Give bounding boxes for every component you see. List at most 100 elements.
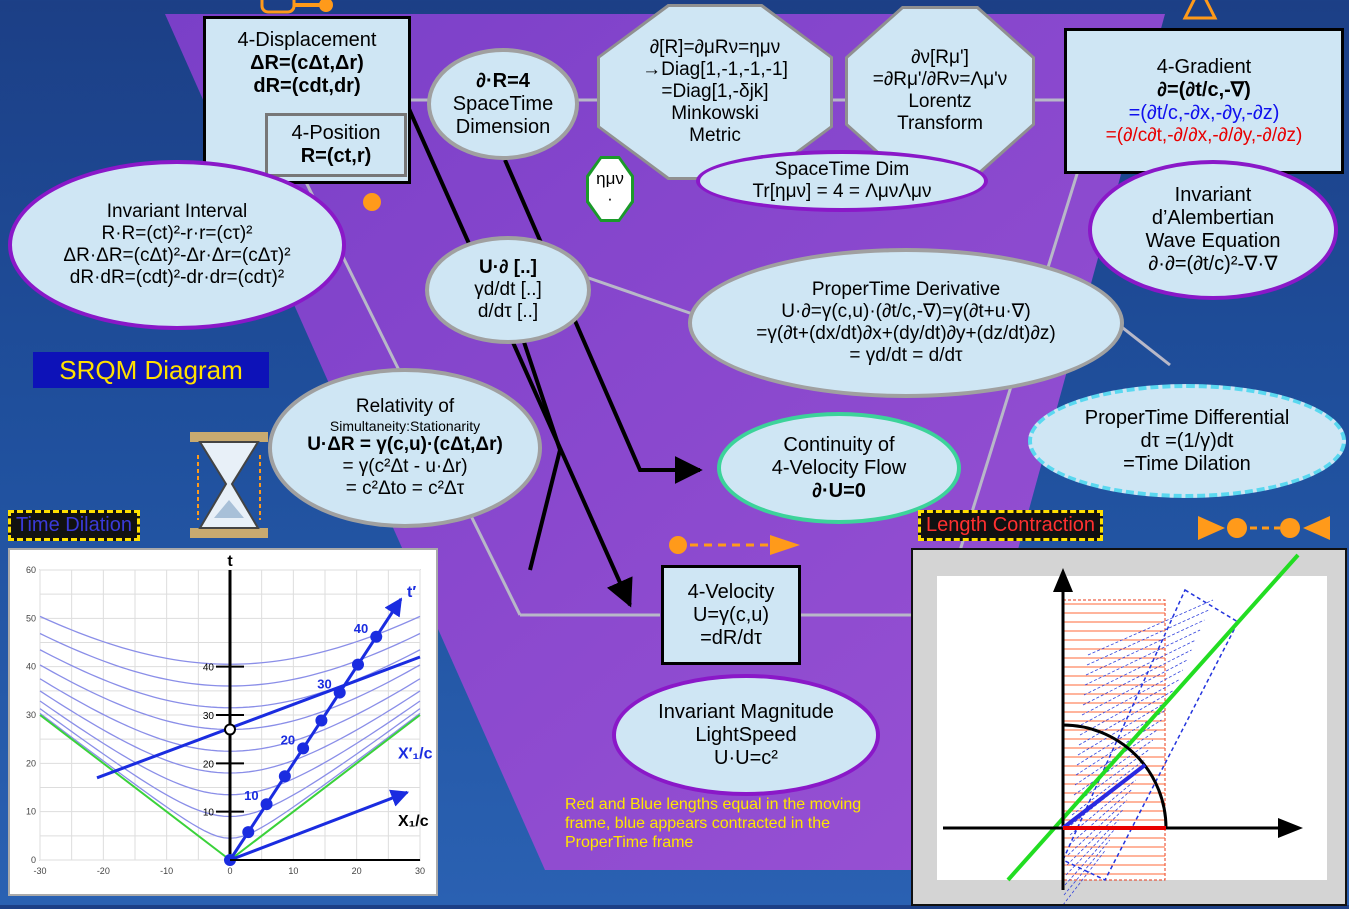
udel-line-1: U·∂ [..] bbox=[479, 257, 537, 279]
spacetime-dim-ellipse: SpaceTime Dim Tr[ημν] = 4 = ΛμνΛμν bbox=[696, 150, 988, 212]
blue-hatch-line bbox=[1082, 649, 1192, 706]
y-tick-label: 60 bbox=[26, 565, 36, 575]
dalembertian-ellipse: Invariant d’Alembertian Wave Equation ∂·… bbox=[1088, 160, 1338, 300]
propertime-derivative-ellipse: ProperTime Derivative U·∂=γ(c,u)·(∂t/c,-… bbox=[688, 248, 1124, 398]
propertime-differential-line-2: dτ =(1/γ)dt bbox=[1140, 429, 1234, 452]
blue-hatch-line bbox=[1073, 739, 1154, 796]
interval-ellipse: Invariant Interval R·R=(ct)²-r·r=(cτ)² Δ… bbox=[8, 160, 346, 330]
proper-time-dot bbox=[260, 798, 273, 811]
blue-hatch-line bbox=[1087, 599, 1214, 656]
spacetime-dim-line-2: Tr[ημν] = 4 = ΛμνΛμν bbox=[752, 181, 932, 202]
t-prime-label: t′ bbox=[407, 584, 416, 601]
y-tick-label: 40 bbox=[26, 662, 36, 672]
magnitude-line-3: U·U=c² bbox=[714, 746, 778, 769]
velocity-title: 4-Velocity bbox=[687, 580, 775, 603]
time-dilation-tag: Time Dilation bbox=[8, 510, 140, 541]
x-prime-axis bbox=[229, 789, 410, 862]
length-contraction-tag: Length Contraction bbox=[918, 510, 1104, 541]
t-tick-label: 40 bbox=[203, 663, 215, 674]
divergence-label-1: SpaceTime bbox=[452, 92, 554, 115]
lorentz-line-4: Transform bbox=[897, 112, 983, 134]
worldline bbox=[228, 597, 403, 861]
velocity-box: 4-Velocity U=γ(c,u) =dR/dτ bbox=[661, 565, 801, 665]
gradient-title: 4-Gradient bbox=[1156, 55, 1252, 78]
orange-dot bbox=[363, 193, 381, 211]
y-tick-label: 50 bbox=[26, 613, 36, 623]
x-axis-label: X₁/c bbox=[398, 813, 429, 830]
interval-line-2: ΔR·ΔR=(cΔt)²-Δr·Δr=(cΔτ)² bbox=[63, 245, 291, 266]
displacement-box: 4-Displacement ΔR=(cΔt,Δr) dR=(cdt,dr) bbox=[203, 16, 411, 184]
open-circle bbox=[224, 723, 236, 736]
udel-line-2: γd/dt [..] bbox=[474, 279, 542, 301]
lorentz-line-1: ∂ν[Rμ'] bbox=[911, 47, 969, 69]
note-text: Red and Blue lengths equal in the moving… bbox=[565, 796, 862, 852]
orange-contraction-icon bbox=[1198, 516, 1330, 540]
y-tick-label: 20 bbox=[26, 758, 36, 768]
lorentz-line-3: Lorentz bbox=[908, 91, 972, 112]
minkowski-octagon: ∂[R]=∂μRν=ημν →Diag[1,-1,-1,-1] =Diag[1,… bbox=[597, 4, 833, 180]
interval-line-1: R·R=(ct)²-r·r=(cτ)² bbox=[101, 223, 253, 245]
propertime-derivative-line-3: = γd/dt = d/dτ bbox=[849, 344, 963, 366]
y-tick-label: 30 bbox=[26, 710, 36, 720]
position-box: 4-Position R=(ct,r) bbox=[265, 113, 407, 177]
udel-line-3: d/dτ [..] bbox=[477, 300, 539, 322]
x-tick-label: 30 bbox=[415, 866, 425, 876]
eta-dot: · bbox=[607, 189, 613, 208]
x-tick-label: 20 bbox=[352, 866, 362, 876]
gradient-box: 4-Gradient ∂=(∂t/c,-∇) =(∂t/c,-∂x,-∂y,-∂… bbox=[1064, 28, 1344, 174]
blue-hatch-line bbox=[1074, 729, 1158, 786]
blue-hatch-line bbox=[1064, 829, 1115, 886]
dalembertian-line-2: d’Alembertian bbox=[1151, 207, 1275, 229]
propertime-derivative-line-1: U·∂=γ(c,u)·(∂t/c,-∇)=γ(∂t+u·∇) bbox=[781, 301, 1031, 323]
corner-triangle-icon bbox=[1182, 0, 1218, 20]
blue-hatch-line bbox=[1077, 699, 1171, 756]
dalembertian-line-4: ∂·∂=(∂t/c)²-∇·∇ bbox=[1148, 253, 1278, 275]
relativity-line-4: = γ(c²Δt - u·Δr) bbox=[342, 456, 468, 478]
simultaneity-line bbox=[96, 655, 421, 780]
velocity-line-1: U=γ(c,u) bbox=[692, 603, 770, 626]
blue-hatch-line bbox=[1068, 789, 1132, 846]
y-tick-label: 10 bbox=[26, 807, 36, 817]
velocity-line-2: =dR/dτ bbox=[700, 626, 762, 649]
blue-hatch-line bbox=[1080, 669, 1184, 726]
continuity-line-3: ∂·U=0 bbox=[812, 479, 866, 502]
relativity-line-1: Relativity of bbox=[355, 396, 455, 418]
blue-hatch-line bbox=[1083, 639, 1196, 696]
t-tick-label: 30 bbox=[203, 711, 215, 722]
gradient-line-1: ∂=(∂t/c,-∇) bbox=[1157, 78, 1251, 101]
x-tick-label: 0 bbox=[227, 866, 232, 876]
eta-symbol: ημν bbox=[596, 169, 624, 189]
dalembertian-line-3: Wave Equation bbox=[1145, 230, 1281, 252]
blue-hatch-line bbox=[1084, 629, 1201, 686]
continuity-line-2: 4-Velocity Flow bbox=[771, 456, 907, 479]
position-title: 4-Position bbox=[291, 122, 381, 144]
blue-hatch-line bbox=[1079, 679, 1179, 736]
divergence-ellipse: ∂·R=4 SpaceTime Dimension bbox=[427, 48, 579, 160]
t-axis-label: t bbox=[227, 553, 233, 570]
x-tick-label: 10 bbox=[288, 866, 298, 876]
minkowski-line-1: ∂[R]=∂μRν=ημν bbox=[649, 37, 781, 59]
dalembertian-line-1: Invariant bbox=[1174, 184, 1252, 206]
blue-hatch-line bbox=[1063, 839, 1111, 896]
magnitude-line-1: Invariant Magnitude bbox=[658, 700, 834, 723]
continuity-ellipse: Continuity of 4-Velocity Flow ∂·U=0 bbox=[717, 412, 961, 524]
proper-time-dot bbox=[351, 658, 364, 671]
t-tick-label: 20 bbox=[203, 759, 215, 770]
relativity-line-2: Simultaneity:Stationarity bbox=[329, 418, 481, 435]
magnitude-line-2: LightSpeed bbox=[695, 723, 797, 746]
position-formula: R=(ct,r) bbox=[300, 145, 372, 167]
proper-time-dot bbox=[370, 630, 383, 643]
minkowski-line-2: →Diag[1,-1,-1,-1] bbox=[642, 59, 788, 81]
propertime-differential-ellipse: ProperTime Differential dτ =(1/γ)dt =Tim… bbox=[1028, 384, 1346, 498]
spacetime-dim-line-1: SpaceTime Dim bbox=[774, 159, 910, 181]
lorentz-octagon: ∂ν[Rμ'] =∂Rμ'/∂Rν=Λμ'ν Lorentz Transform bbox=[845, 6, 1035, 176]
propertime-differential-line-3: =Time Dilation bbox=[1123, 452, 1251, 475]
divergence-label-2: Dimension bbox=[455, 115, 551, 138]
relativity-ellipse: Relativity of Simultaneity:Stationarity … bbox=[268, 368, 542, 528]
displacement-diff: dR=(cdt,dr) bbox=[253, 75, 361, 97]
x-prime-label: X′₁/c bbox=[398, 746, 433, 763]
blue-hatch-line bbox=[1069, 779, 1136, 836]
continuity-line-1: Continuity of bbox=[783, 433, 895, 456]
hourglass-icon bbox=[190, 432, 268, 538]
